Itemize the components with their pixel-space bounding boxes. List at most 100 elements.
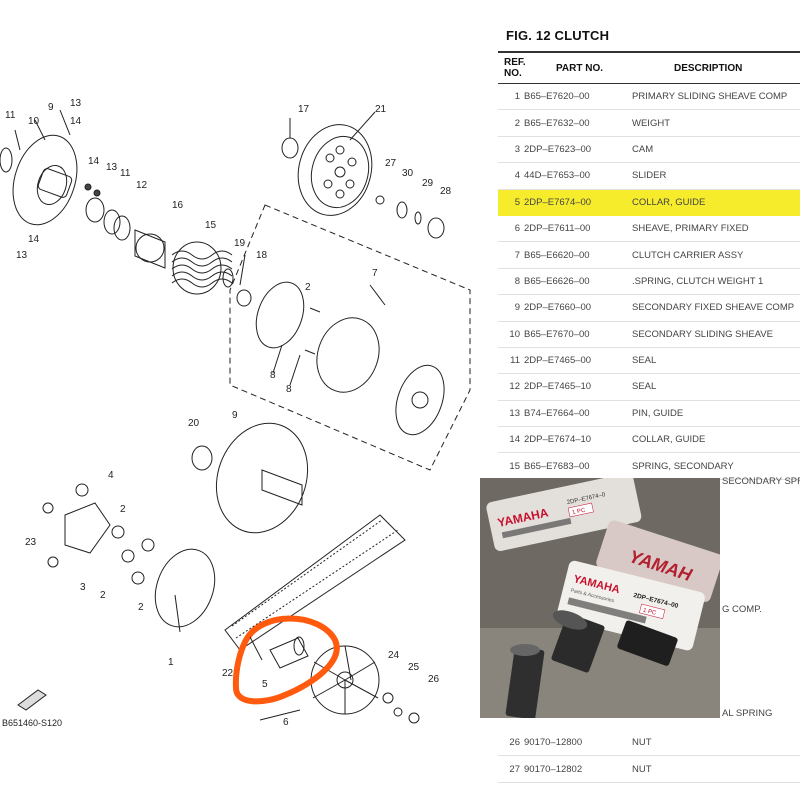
primary-fixed-sheave [310,645,380,715]
cell-part-no: B65–E7670–00 [524,328,590,340]
callout-16: 16 [172,200,184,211]
cell-part-no: B65–E7632–00 [524,117,590,129]
cell-description: COLLAR, GUIDE [632,196,706,208]
cell-part-no: B65–E7683–00 [524,460,590,472]
cam [64,502,111,554]
guide-collar-part [269,637,309,669]
cell-ref-no: 6 [514,223,520,235]
cell-description: SEAL [632,381,657,393]
cell-description: SEAL [632,355,657,367]
cell-part-no: 2DP–E7465–00 [524,355,592,367]
guide-pin-collar [134,229,166,269]
clutch-exploded-diagram: 11 10 9 13 14 14 13 11 12 16 15 14 13 17… [0,98,471,728]
cell-ref-no: 8 [514,275,520,287]
callout-7: 7 [372,268,378,279]
cell-part-no: B74–E7664–00 [524,407,590,419]
product-photo: YAMAHA 2DP–E7674–0 1 PC YAMAH YAMAHA Par… [480,478,720,718]
callout-22: 22 [222,668,234,679]
table-row: 14 2DP–E7674–10 COLLAR, GUIDE [498,427,800,454]
cell-part-no: 2DP–E7674–00 [524,196,592,208]
callout-30: 30 [402,168,414,179]
callout-9b: 9 [232,410,238,421]
callout-2b: 2 [120,504,126,515]
cell-part-no: 90170–12802 [524,763,583,775]
secondary-fixed-sheave [215,422,309,534]
callout-23: 23 [25,537,37,548]
cell-description: COLLAR, GUIDE [632,434,706,446]
header-part-no: PART NO. [556,62,604,74]
cell-ref-no: 26 [509,737,520,749]
cell-ref-no: 10 [509,328,520,340]
cell-description: CLUTCH CARRIER ASSY [632,249,744,261]
cell-description: PIN, GUIDE [632,407,684,419]
callout-14: 14 [70,116,82,127]
callout-11b: 11 [120,168,131,179]
primary-sliding-sheave [154,548,216,628]
callout-21: 21 [375,104,387,115]
callout-26: 26 [428,674,440,685]
callout-9: 9 [48,102,54,113]
callout-5: 5 [262,679,268,690]
table-header: REF. NO. PART NO. DESCRIPTION [498,51,800,84]
secondary-sliding-sheave [12,134,78,226]
cell-ref-no: 14 [509,434,520,446]
callout-15: 15 [205,220,217,231]
svg-text:1 PC: 1 PC [572,507,587,516]
highlight-callout-ring [232,615,340,705]
cell-part-no: 2DP–E7674–10 [524,434,592,446]
cell-part-no: 2DP–E7660–00 [524,302,592,314]
callout-13c: 13 [16,250,28,261]
callout-24: 24 [388,650,400,661]
callout-13b: 13 [106,162,118,173]
clutch-carrier-box [229,204,471,471]
parts-table: FIG. 12 CLUTCH REF. NO. PART NO. DESCRIP… [498,22,800,480]
callout-14b: 14 [88,156,100,167]
cell-ref-no: 15 [509,460,520,472]
callout-3: 3 [80,582,86,593]
cell-description: NUT [632,763,652,775]
cell-part-no: B65–E6620–00 [524,249,590,261]
cell-part-no: B65–E6626–00 [524,275,590,287]
cell-description: SECONDARY FIXED SHEAVE COMP [632,302,795,314]
callout-13: 13 [70,98,82,109]
cell-description: SECONDARY SLIDING SHEAVE [632,328,773,340]
callout-8a: 8 [270,370,276,381]
callout-28: 28 [440,186,452,197]
figure-title: FIG. 12 CLUTCH [506,28,610,43]
cell-ref-no: 4 [514,170,520,182]
callout-8b: 8 [286,384,292,395]
partial-row-desc: SECONDARY SPRING [722,476,800,487]
svg-text:1 PC: 1 PC [642,608,657,617]
callout-2a: 2 [305,282,311,293]
metal-collar-tubes [505,610,678,718]
cell-description: WEIGHT [632,117,670,129]
clutch-housing [297,124,373,216]
cell-ref-no: 7 [514,249,520,261]
packaged-collar-2: YAMAHA Parts & Accessories 2DP–E7674–00 … [557,560,705,651]
cell-ref-no: 3 [514,143,520,155]
callout-2d: 2 [138,602,144,613]
v-belt [224,514,406,651]
cell-description: SLIDER [632,170,667,182]
table-row: 7 B65–E6620–00 CLUTCH CARRIER ASSY [498,242,800,269]
callout-27: 27 [385,158,397,169]
callout-18: 18 [256,250,268,261]
cell-ref-no: 9 [514,302,520,314]
callout-6: 6 [283,717,289,728]
cell-description: CAM [632,143,654,155]
callout-14c: 14 [28,234,40,245]
cell-description: SHEAVE, PRIMARY FIXED [632,223,749,235]
seal-11 [0,147,13,173]
secondary-spring [171,241,233,295]
callout-12: 12 [136,180,148,191]
cell-description: PRIMARY SLIDING SHEAVE COMP [632,91,788,103]
header-ref-no: REF. NO. [504,57,526,79]
